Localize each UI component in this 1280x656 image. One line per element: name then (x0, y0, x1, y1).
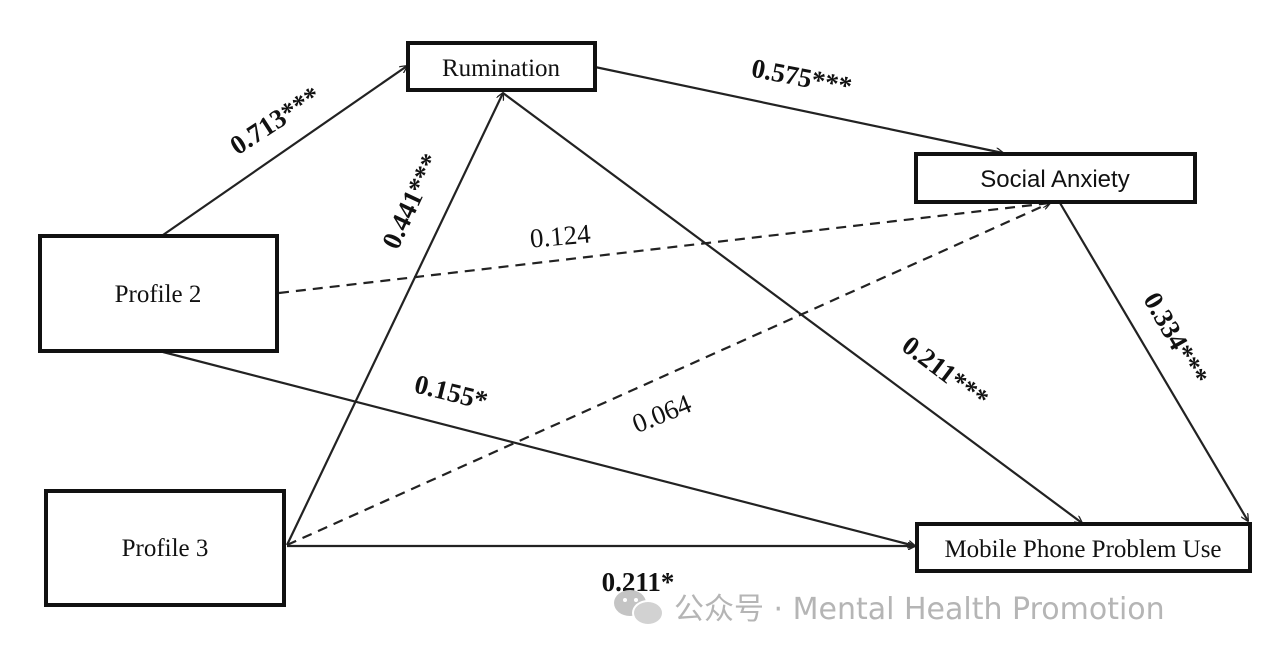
coef-rumination-mppu: 0.211*** (897, 330, 995, 414)
coef-profile3-rumination: 0.441*** (376, 149, 446, 253)
path-profile2-mppu (162, 350, 915, 546)
coef-profile3-social-anxiety: 0.064 (628, 388, 696, 439)
path-rumination-social-anxiety (594, 65, 1003, 153)
path-profile2-social-anxiety (278, 203, 1050, 295)
path-rumination-mppu (502, 92, 1082, 523)
coef-profile2-social-anxiety: 0.124 (529, 218, 593, 253)
path-profile2-rumination (162, 66, 407, 236)
node-profile3-label: Profile 3 (122, 535, 209, 562)
path-profile3-rumination (286, 93, 503, 546)
node-mppu-label: Mobile Phone Problem Use (944, 536, 1221, 563)
watermark: 公众号 · Mental Health Promotion (612, 584, 1165, 628)
coef-profile2-rumination: 0.713*** (224, 80, 325, 160)
node-profile3: Profile 3 (44, 489, 286, 607)
node-social-anxiety-label: Social Anxiety (980, 166, 1129, 193)
coef-social-anxiety-mppu: 0.334*** (1137, 287, 1214, 390)
coef-profile2-mppu: 0.155* (412, 369, 491, 416)
path-social-anxiety-mppu (1059, 202, 1248, 521)
node-mobile-phone-problem-use: Mobile Phone Problem Use (915, 522, 1252, 573)
node-profile2-label: Profile 2 (115, 281, 202, 308)
path-profile3-social-anxiety (286, 203, 1050, 547)
node-social-anxiety: Social Anxiety (914, 152, 1197, 204)
wechat-icon (612, 586, 664, 626)
node-profile2: Profile 2 (38, 234, 279, 353)
watermark-text: 公众号 · Mental Health Promotion (674, 592, 1165, 627)
node-rumination: Rumination (406, 41, 597, 92)
node-rumination-label: Rumination (442, 55, 561, 82)
coef-rumination-social-anxiety: 0.575*** (749, 53, 854, 102)
